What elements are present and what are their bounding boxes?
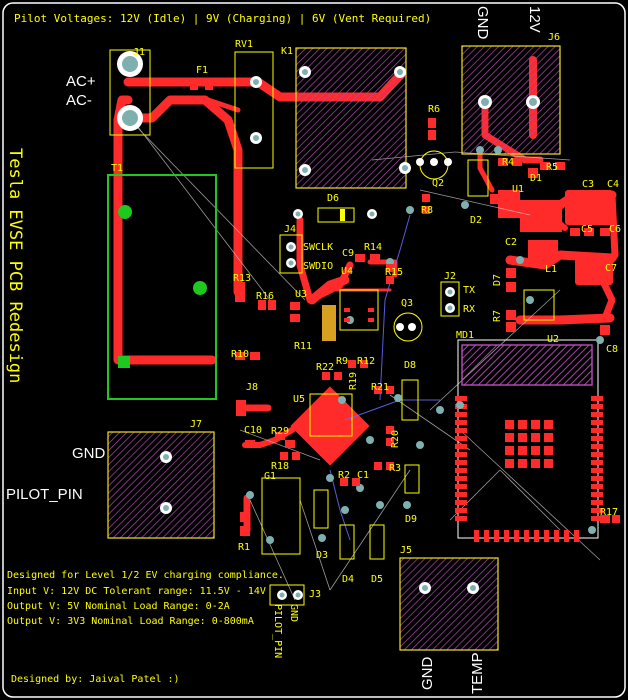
ref-j3-gnd: GND [288, 604, 299, 622]
ref-r13: R13 [233, 273, 251, 284]
ac-plus-label: AC+ [66, 73, 96, 90]
ref-k1: K1 [281, 46, 293, 57]
ref-swdio: SWDIO [303, 261, 333, 272]
gnd-bottom-label: GND [419, 657, 436, 691]
ref-d6: D6 [327, 193, 339, 204]
ref-d2: D2 [470, 215, 482, 226]
ref-md1: MD1 [456, 330, 474, 341]
ref-j8: J8 [246, 382, 258, 393]
ref-swclk: SWCLK [303, 242, 333, 253]
ref-c9: C9 [342, 248, 354, 259]
ac-minus-label: AC- [66, 92, 92, 109]
ref-r22: R22 [316, 362, 334, 373]
t1-outline [107, 174, 217, 400]
ref-d1: D1 [530, 173, 542, 184]
ref-r17: R17 [600, 507, 618, 518]
ref-d5: D5 [371, 574, 383, 585]
designators: J1 F1 RV1 K1 J6 T1 R6 Q2 R4 R5 D1 U1 C3 … [111, 32, 621, 658]
d6-band [340, 209, 345, 221]
ref-c5: C5 [581, 224, 593, 235]
ref-d4: D4 [342, 574, 354, 585]
ref-l1: L1 [545, 264, 557, 275]
note-line-2: Input V: 12V DC Tolerant range: 11.5V - … [7, 586, 266, 597]
ref-q2: Q2 [432, 178, 444, 189]
gnd-top-label: GND [474, 6, 491, 40]
ref-d3: D3 [316, 550, 328, 561]
gnd-left-label: GND [72, 445, 106, 462]
ref-rx: RX [463, 304, 475, 315]
ref-t1: T1 [111, 163, 123, 174]
ref-r9: R9 [336, 356, 348, 367]
v12-top-label: 12V [526, 6, 543, 33]
ref-r21: R21 [371, 382, 389, 393]
note-line-4: Output V: 3V3 Nominal Load Range: 0-800m… [7, 616, 254, 627]
ref-tx: TX [463, 285, 475, 296]
ref-r10: R10 [231, 349, 249, 360]
ref-j6: J6 [548, 32, 560, 43]
copper-pad [322, 305, 336, 341]
ref-d7: D7 [492, 274, 503, 286]
ref-j7: J7 [190, 419, 202, 430]
ref-r8: R8 [421, 205, 433, 216]
ref-r4: R4 [502, 157, 514, 168]
designer-credit: Designed by: Jaival Patel :) [11, 674, 180, 685]
ref-u5: U5 [293, 394, 305, 405]
ref-c2: C2 [505, 237, 517, 248]
ref-c6: C6 [609, 224, 621, 235]
ref-u2: U2 [547, 334, 559, 345]
t1-pin [118, 356, 130, 368]
ref-u4: U4 [341, 266, 353, 277]
ref-f1: F1 [196, 65, 208, 76]
ref-q3: Q3 [401, 298, 413, 309]
ref-r5: R5 [546, 162, 558, 173]
ref-r14: R14 [364, 242, 382, 253]
ref-c7: C7 [605, 263, 617, 274]
ref-j5: J5 [400, 545, 412, 556]
ref-u3: U3 [295, 289, 307, 300]
ref-c8: C8 [606, 344, 618, 355]
silk-outlines [107, 45, 561, 651]
ref-j4: J4 [284, 224, 296, 235]
rotated-board-title: Tesla EVSE PCB Redesign [5, 148, 25, 383]
ref-g1: G1 [264, 471, 276, 482]
md1-pads [455, 396, 603, 542]
ref-d9: D9 [405, 514, 417, 525]
ref-d8: D8 [404, 360, 416, 371]
ref-c4: C4 [607, 179, 619, 190]
ref-r11: R11 [294, 341, 312, 352]
note-line-3: Output V: 5V Nominal Load Range: 0-2A [7, 601, 230, 612]
ref-r20: R20 [390, 430, 401, 448]
ref-j3-pilot: PILOT_PIN [272, 604, 283, 658]
ref-r6: R6 [428, 104, 440, 115]
ref-r3: R3 [389, 463, 401, 474]
ref-r12: R12 [357, 356, 375, 367]
ref-r7: R7 [492, 310, 503, 322]
pilot-pin-label: PILOT_PIN [6, 486, 83, 503]
t1-pin [118, 205, 132, 219]
ref-r1: R1 [238, 542, 250, 553]
temp-bottom-label: TEMP [469, 652, 486, 694]
ref-c3: C3 [582, 179, 594, 190]
pilot-voltage-title: Pilot Voltages: 12V (Idle) | 9V (Chargin… [14, 12, 431, 25]
t1-pin [193, 281, 207, 295]
ref-r29: R29 [271, 426, 289, 437]
ref-r2: R2 [338, 470, 350, 481]
note-line-1: Designed for Level 1/2 EV charging compl… [7, 570, 284, 581]
q3-body [393, 312, 423, 342]
ref-r18: R18 [271, 461, 289, 472]
smd-pads [190, 80, 620, 536]
design-notes: Designed for Level 1/2 EV charging compl… [7, 570, 284, 685]
ref-r16: R16 [256, 291, 274, 302]
ref-r15: R15 [385, 267, 403, 278]
ref-rv1: RV1 [235, 39, 253, 50]
ref-c10: C10 [244, 425, 262, 436]
ref-j2: J2 [444, 271, 456, 282]
ref-j1: J1 [133, 47, 145, 58]
ref-j3: J3 [309, 589, 321, 600]
ref-r19: R19 [348, 372, 359, 390]
ref-u1: U1 [512, 184, 524, 195]
ref-c1: C1 [357, 470, 369, 481]
